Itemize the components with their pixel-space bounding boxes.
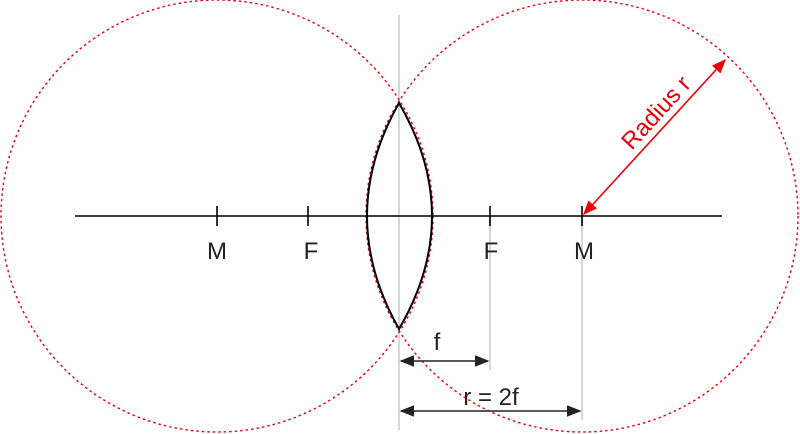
label-m-left: M bbox=[207, 238, 227, 265]
radius-relation-label: r = 2f bbox=[463, 384, 519, 411]
convex-lens bbox=[366, 100, 433, 332]
label-m-right: M bbox=[574, 238, 594, 265]
label-f-right: F bbox=[484, 238, 499, 265]
radius-arrow bbox=[583, 58, 726, 216]
label-f-left: F bbox=[304, 238, 319, 265]
focal-length-label: f bbox=[434, 329, 441, 356]
radius-label: Radius r bbox=[616, 71, 696, 155]
